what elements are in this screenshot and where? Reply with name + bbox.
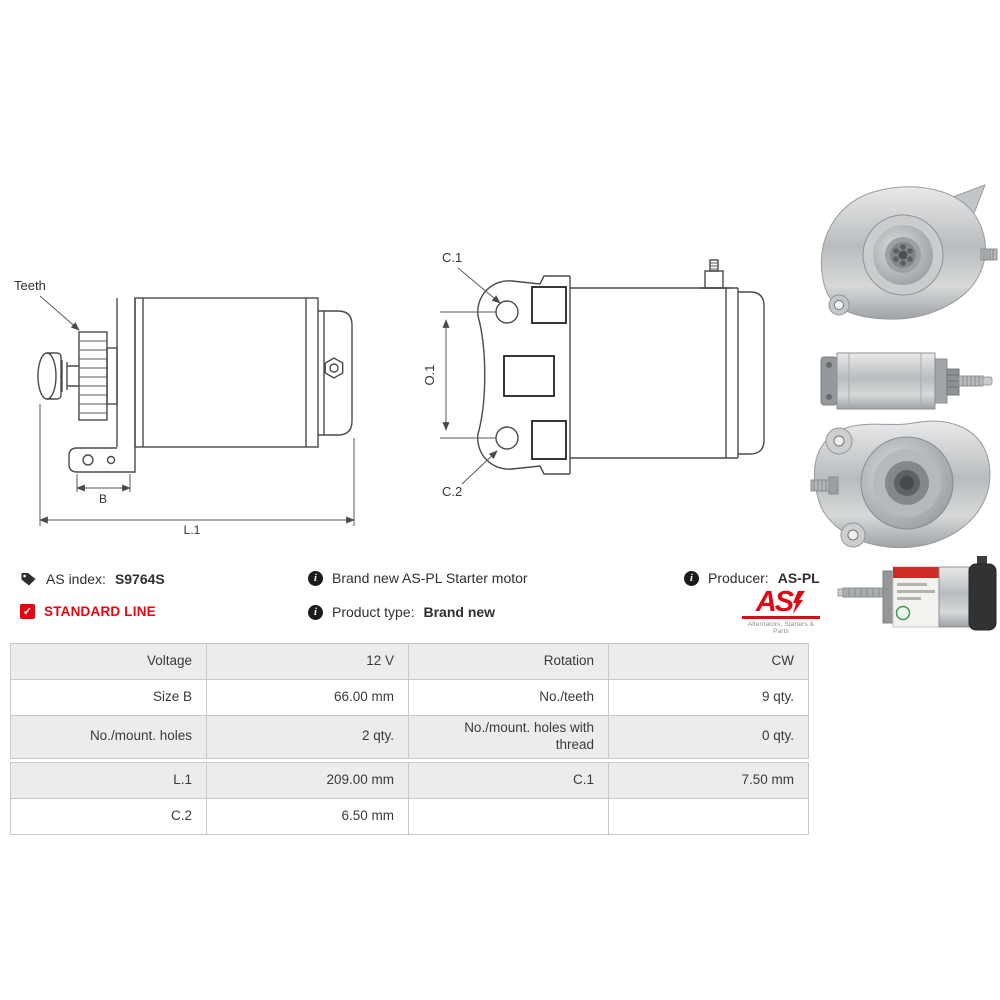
- spec-value-cell: 7.50 mm: [608, 761, 809, 799]
- producer-line: i Producer: AS-PL: [684, 570, 820, 586]
- product-type-value: Brand new: [423, 604, 496, 620]
- spec-label-cell: C.2: [10, 797, 207, 835]
- dim-o1-label: O.1: [422, 365, 437, 386]
- spec-value-cell: 9 qty.: [608, 679, 809, 716]
- lightning-bolt-icon: [793, 591, 806, 614]
- producer-label: Producer:: [708, 570, 769, 586]
- check-icon: ✓: [20, 604, 35, 619]
- c1-leader-line: [457, 267, 501, 304]
- logo-text: AS: [755, 586, 794, 618]
- product-description: Brand new AS-PL Starter motor: [332, 570, 528, 586]
- logo-tagline: Alternators, Starters & Parts: [747, 621, 815, 635]
- spec-value-cell: 66.00 mm: [206, 679, 409, 716]
- drawing-end-view: C.1 O.1 C.2: [422, 250, 765, 499]
- shaft-end: [37, 352, 57, 400]
- spec-value-cell: CW: [608, 643, 809, 680]
- dim-c2-label: C.2: [442, 484, 462, 499]
- as-index-value: S9764S: [114, 570, 165, 587]
- flange-outline: [477, 275, 570, 475]
- cutout-bottom: [531, 420, 567, 460]
- spec-value-cell: 0 qty.: [608, 715, 809, 759]
- terminal-bolt: [700, 259, 730, 289]
- spec-label-cell: No./mount. holes with thread: [408, 715, 609, 759]
- info-icon: i: [308, 570, 323, 586]
- spec-label-cell: Rotation: [408, 643, 609, 680]
- table-row: Voltage 12 V Rotation CW: [10, 643, 809, 680]
- info-icon: i: [684, 570, 699, 586]
- end-cap: [318, 310, 353, 436]
- producer-value: AS-PL: [777, 570, 820, 586]
- spec-value-cell: 2 qty.: [206, 715, 409, 759]
- product-photo-3: [810, 420, 991, 549]
- motor-body-end-view: [569, 276, 765, 474]
- motor-body: [134, 297, 319, 448]
- table-row: No./mount. holes 2 qty. No./mount. holes…: [10, 715, 809, 759]
- as-pl-logo: AS Alternators, Starters & Parts: [742, 586, 820, 635]
- spec-label-cell: L.1: [10, 761, 207, 799]
- standard-line-label: STANDARD LINE: [44, 604, 156, 619]
- spec-value-cell: 209.00 mm: [206, 761, 409, 799]
- spec-label-cell: No./teeth: [408, 679, 609, 716]
- teeth-leader-line: [39, 295, 80, 331]
- spec-value-cell: 6.50 mm: [206, 797, 409, 835]
- product-photo-1: [820, 184, 998, 320]
- spec-table-section-2: L.1 209.00 mm C.1 7.50 mm C.2 6.50 mm: [10, 761, 809, 835]
- spec-table-section-1: Voltage 12 V Rotation CW Size B 66.00 mm…: [10, 643, 809, 759]
- standard-line-row: ✓ STANDARD LINE: [20, 604, 156, 619]
- dimension-l1: L.1: [39, 404, 355, 537]
- product-photo-2: [820, 352, 993, 410]
- as-index-line: AS index: S9764S: [20, 570, 165, 587]
- spec-label-cell: Voltage: [10, 643, 207, 680]
- table-row: C.2 6.50 mm: [10, 797, 809, 835]
- mount-hole-bottom: [495, 426, 519, 450]
- product-type-line: i Product type: Brand new: [308, 604, 495, 620]
- product-type-label: Product type:: [332, 604, 415, 620]
- info-icon: i: [308, 604, 323, 620]
- dim-c1-label: C.1: [442, 250, 462, 265]
- tags-icon: [21, 573, 36, 586]
- table-row: Size B 66.00 mm No./teeth 9 qty.: [10, 679, 809, 716]
- dim-l1-label: L.1: [184, 523, 201, 537]
- technical-drawings: Teeth B L.1: [14, 250, 765, 537]
- spec-value-cell: [608, 797, 809, 835]
- product-photo-4: [837, 556, 997, 631]
- mount-bracket: [68, 447, 136, 473]
- drive-end-plate: [116, 298, 136, 447]
- spec-label-cell: C.1: [408, 761, 609, 799]
- product-photos: [810, 184, 998, 631]
- spec-label-cell: No./mount. holes: [10, 715, 207, 759]
- drawing-side-view: Teeth B L.1: [14, 278, 355, 537]
- spec-table: Voltage 12 V Rotation CW Size B 66.00 mm…: [10, 643, 809, 835]
- mount-hole-top: [495, 300, 519, 324]
- dimension-b: B: [76, 474, 131, 506]
- dim-b-label: B: [99, 492, 107, 506]
- cutout-middle: [503, 355, 555, 397]
- cutout-top: [531, 286, 567, 324]
- dimension-o1: O.1: [422, 311, 496, 439]
- spec-label-cell: Size B: [10, 679, 207, 716]
- as-index-label: AS index:: [46, 570, 106, 587]
- spec-label-cell: [408, 797, 609, 835]
- description-line: i Brand new AS-PL Starter motor: [308, 570, 528, 586]
- table-row: L.1 209.00 mm C.1 7.50 mm: [10, 761, 809, 799]
- gear-teeth: [78, 331, 108, 421]
- hex-nut: [324, 357, 344, 379]
- spec-value-cell: 12 V: [206, 643, 409, 680]
- teeth-label: Teeth: [14, 278, 46, 293]
- gear-flange: [106, 347, 118, 405]
- c2-leader-line: [461, 450, 498, 485]
